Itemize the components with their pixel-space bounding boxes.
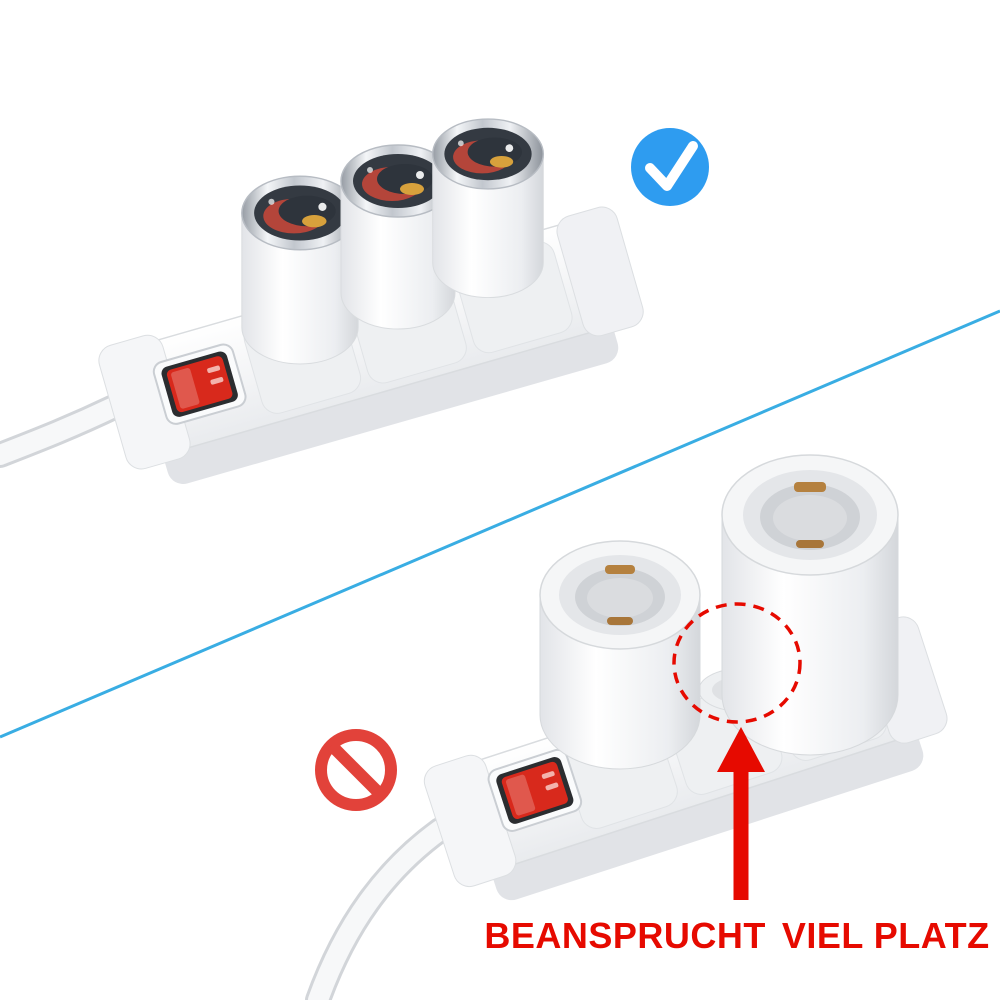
bulky-adapter-right xyxy=(721,454,899,756)
bad-option-scene: BEANSPRUCHT VIEL PLATZ xyxy=(305,454,989,1000)
strip-front-face xyxy=(163,318,619,485)
caption-word-2: VIEL PLATZ xyxy=(782,915,990,956)
no-entry-icon xyxy=(315,729,397,811)
wasted-space-highlight xyxy=(672,602,802,724)
compact-adapter-3 xyxy=(431,118,545,299)
caption-text: BEANSPRUCHT VIEL PLATZ xyxy=(484,915,989,956)
check-icon xyxy=(631,128,709,206)
power-cable-top xyxy=(0,393,129,468)
strip-front-face xyxy=(491,726,924,901)
diagonal-divider-line xyxy=(0,309,1000,739)
bulky-adapter-left xyxy=(539,540,701,770)
power-cable-bottom xyxy=(305,817,453,1000)
good-option-scene xyxy=(0,118,709,485)
arrow-up-icon xyxy=(717,727,765,900)
caption-word-1: BEANSPRUCHT xyxy=(484,915,766,956)
strip-right-cap xyxy=(556,206,644,337)
